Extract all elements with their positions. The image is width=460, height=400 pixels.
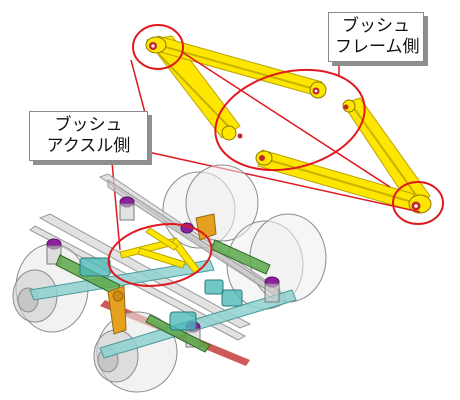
orange-brackets	[107, 213, 217, 335]
highlight-circle-left-bushing	[132, 24, 184, 70]
bushing-center-lower-axle-side	[255, 150, 273, 166]
leader-frame-span	[181, 51, 391, 188]
bushing-bottom-right-frame-side	[408, 194, 432, 214]
differential-parts	[79, 257, 243, 331]
axle-assembly	[12, 164, 327, 393]
callout-frame-line1: ブッシュ	[342, 16, 410, 36]
highlight-circle-right-bushing	[392, 181, 444, 225]
bushing-center-right-axle-side	[342, 99, 356, 113]
callout-bushing-axle-side: ブッシュ アクスル側	[29, 111, 148, 161]
leader-axle-side-lower	[147, 151, 421, 213]
callout-axle-line1: ブッシュ	[54, 115, 123, 135]
bushing-top-right-frame-side	[309, 81, 327, 99]
bushing-center-left-axle-side	[221, 125, 243, 141]
callout-frame-line2: フレーム側	[335, 37, 420, 57]
bushing-left-frame-side	[145, 36, 167, 54]
callout-axle-line2: アクスル側	[46, 136, 131, 156]
assembly-a-arm	[119, 227, 201, 275]
callout-bushing-frame-side: ブッシュ フレーム側	[328, 12, 424, 62]
a-arm-detail	[132, 24, 444, 225]
highlight-circle-center-bushings	[214, 68, 366, 172]
highlight-circle-assembly	[107, 223, 213, 287]
